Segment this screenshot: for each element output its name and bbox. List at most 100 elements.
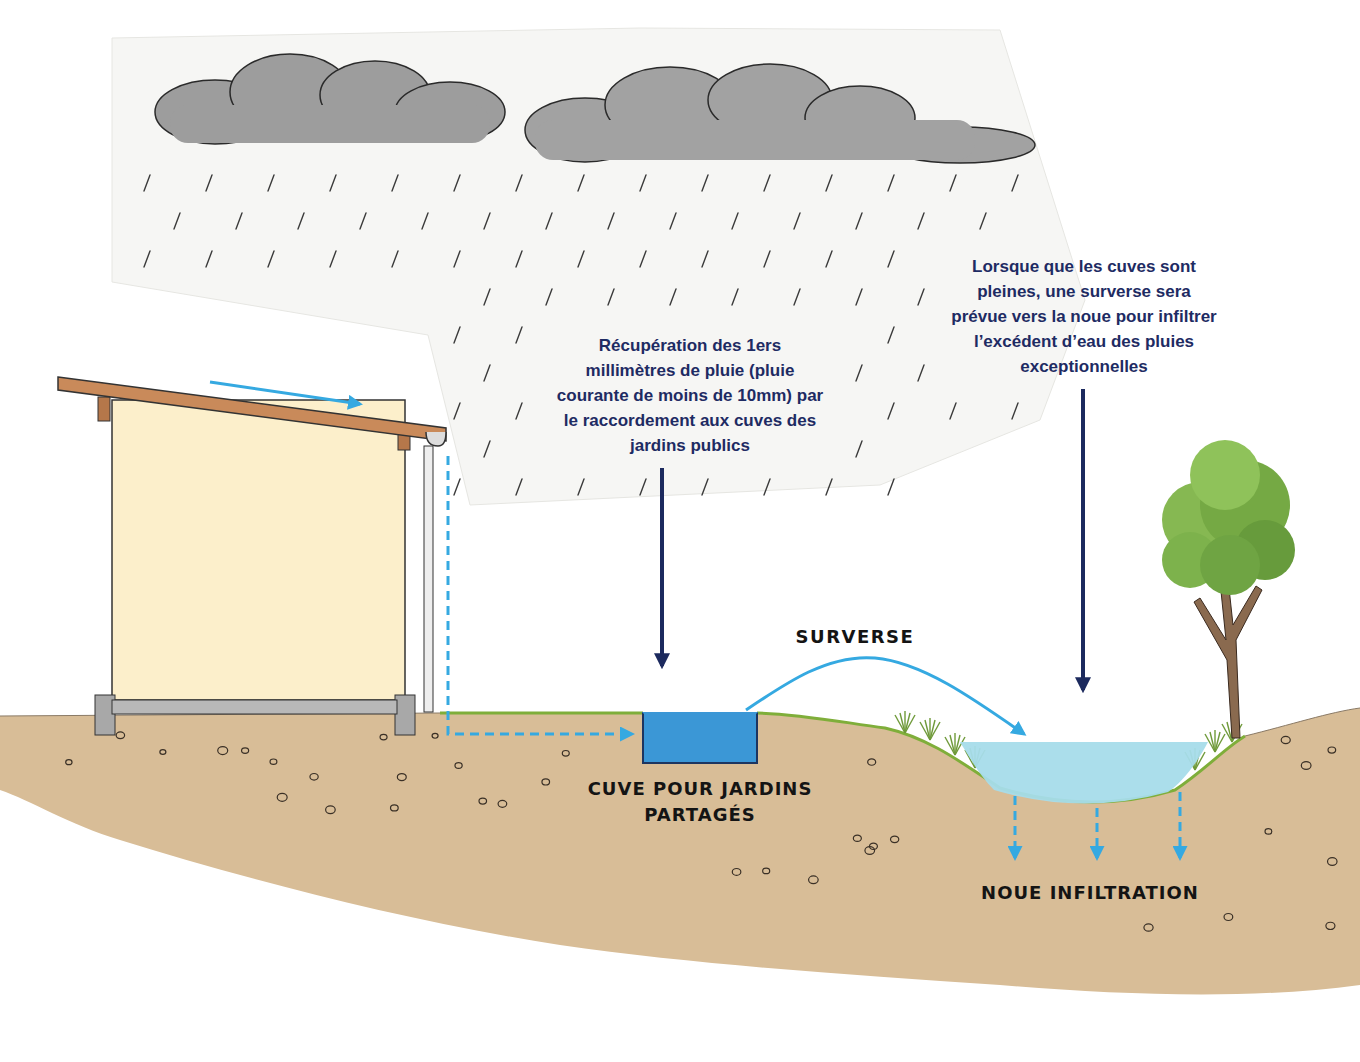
pebble: [270, 759, 277, 764]
raindrop: [484, 441, 490, 457]
raindrop: [454, 479, 460, 495]
raindrop: [578, 251, 584, 267]
edge-label: SURVERSE: [796, 626, 915, 648]
grass-blade: [970, 748, 975, 768]
raindrop: [298, 213, 304, 229]
grass-blade: [955, 737, 965, 755]
raindrop: [670, 289, 676, 305]
grass-blade: [955, 735, 960, 755]
raindrop: [794, 213, 800, 229]
raindrop: [454, 403, 460, 419]
pebble: [66, 760, 72, 765]
pebble: [869, 843, 877, 849]
raindrop: [236, 213, 242, 229]
raindrop: [330, 175, 336, 191]
pebble: [1326, 922, 1335, 929]
raindrop: [950, 403, 956, 419]
raindrop: [702, 479, 708, 495]
grass-blade: [1195, 750, 1200, 770]
raindrop: [454, 251, 460, 267]
raindrop: [640, 175, 646, 191]
grass-blade: [920, 722, 930, 740]
leader-arrow: [660, 468, 664, 666]
pebble: [1328, 858, 1337, 866]
pebble: [326, 806, 336, 814]
grass-blade: [1190, 750, 1195, 770]
pebble: [455, 763, 462, 769]
raindrop: [578, 175, 584, 191]
raindrop: [980, 213, 986, 229]
raindrop: [422, 213, 428, 229]
raindrop: [1012, 403, 1018, 419]
pebble: [116, 732, 124, 739]
raindrop: [640, 251, 646, 267]
grass-tufts: [895, 711, 1242, 770]
raindrop: [144, 251, 150, 267]
raindrop: [516, 327, 522, 343]
raindrop: [546, 213, 552, 229]
pebble: [1328, 747, 1336, 753]
pebble: [1144, 924, 1153, 931]
grass-blade: [900, 713, 905, 733]
flow-arrow: [210, 382, 360, 404]
raindrop: [702, 175, 708, 191]
overflow-connector: [746, 658, 1024, 734]
raindrop: [702, 251, 708, 267]
raindrop: [888, 403, 894, 419]
house: [58, 377, 446, 735]
raindrop: [174, 213, 180, 229]
raindrop: [732, 289, 738, 305]
callout-note: Récupération des 1ers millimètres de plu…: [555, 333, 825, 458]
node-label: NOUE INFILTRATION: [932, 880, 1248, 906]
raindrop: [516, 251, 522, 267]
raindrop: [608, 289, 614, 305]
grass-blade: [895, 715, 905, 733]
node-label: CUVE POUR JARDINS PARTAGÉS: [577, 776, 823, 828]
pebble: [160, 750, 166, 755]
raindrop: [670, 213, 676, 229]
pebble: [763, 868, 770, 874]
raindrop: [516, 479, 522, 495]
grass-blade: [965, 750, 975, 768]
pebble: [432, 733, 438, 738]
raindrop: [484, 365, 490, 381]
callout-note: Lorsque que les cuves sont pleines, une …: [950, 254, 1218, 379]
raindrop: [888, 327, 894, 343]
raindrop: [578, 479, 584, 495]
tank-node: CUVE POUR JARDINS PARTAGÉS: [577, 712, 823, 828]
raindrop: [484, 213, 490, 229]
pebbles: [66, 732, 1337, 931]
raindrop: [454, 175, 460, 191]
pebble: [1265, 829, 1272, 834]
raindrop: [484, 289, 490, 305]
raindrop: [392, 251, 398, 267]
grass-blade: [905, 715, 915, 733]
pebble: [542, 779, 550, 785]
raindrop: [640, 479, 646, 495]
pebble: [809, 876, 819, 884]
raindrop: [888, 251, 894, 267]
raindrop: [454, 327, 460, 343]
raindrop: [826, 251, 832, 267]
raindrop: [546, 289, 552, 305]
raindrop: [856, 441, 862, 457]
raindrop: [764, 479, 770, 495]
raindrop: [360, 213, 366, 229]
pipe-flow: [448, 456, 632, 734]
raindrop: [918, 213, 924, 229]
pebble: [1281, 736, 1290, 743]
pebble: [891, 836, 899, 843]
pebble: [732, 868, 741, 875]
raindrop: [268, 251, 274, 267]
swale-water: [932, 738, 1232, 804]
pebble: [218, 747, 228, 755]
grass-blade: [930, 720, 935, 740]
raindrop: [516, 403, 522, 419]
tank-shape: [642, 712, 758, 764]
raindrop: [608, 213, 614, 229]
cloud: [525, 64, 1035, 163]
raindrop: [888, 175, 894, 191]
grass-blade: [950, 735, 955, 755]
